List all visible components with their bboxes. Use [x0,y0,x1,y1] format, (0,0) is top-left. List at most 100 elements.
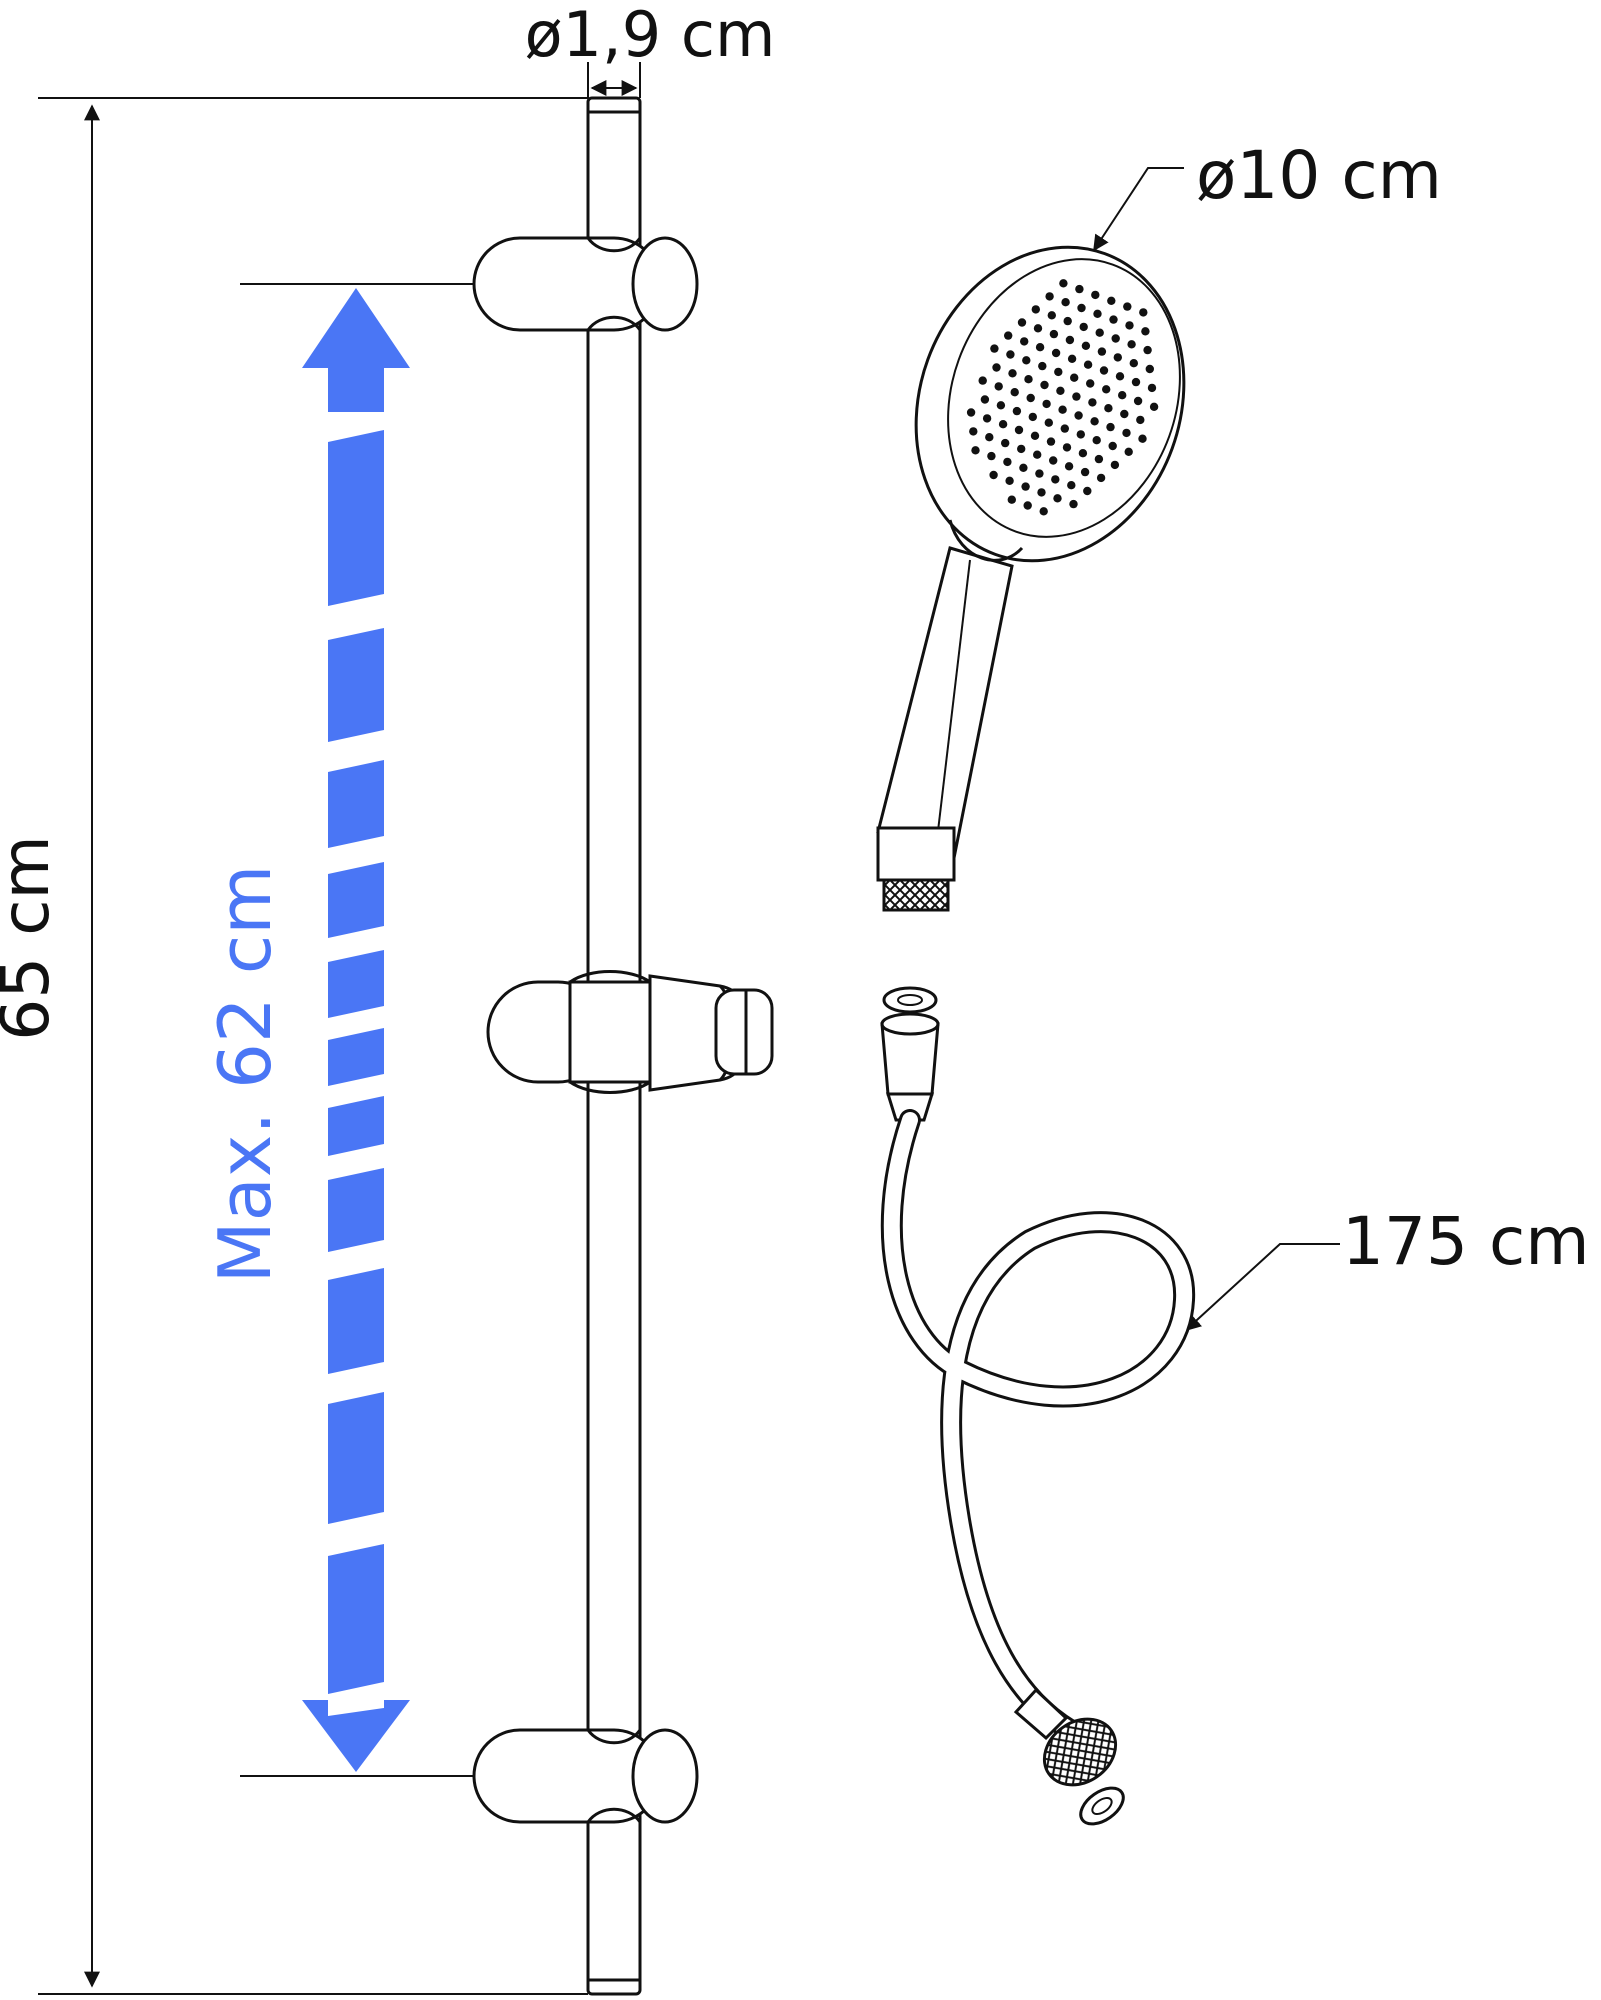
nozzle [1102,385,1111,394]
nozzle [1019,463,1028,472]
nozzle [1108,441,1117,451]
nozzle [1001,438,1010,448]
arrow-up-icon [302,288,410,412]
nozzle [1056,386,1065,395]
nozzle [1003,457,1012,467]
rail-diameter-label: ø1,9 cm [525,0,776,71]
nozzle [1017,318,1027,327]
nozzle [1075,284,1084,294]
hose-bottom-nut [1013,1687,1118,1787]
nozzle [1091,290,1100,300]
nozzle [1035,343,1045,352]
nozzle [1107,296,1116,305]
dimension-lines [38,62,1340,1995]
head-diameter-label: ø10 cm [1196,137,1442,214]
nozzle [1058,405,1067,414]
nozzle [1113,353,1123,362]
nozzle [1110,460,1120,470]
nozzle [1083,486,1092,496]
nozzle [1076,430,1086,439]
nozzle [1069,499,1078,509]
nozzle [985,433,994,442]
nozzle [1104,404,1113,413]
nozzle [994,382,1003,391]
hose-length-label: 175 cm [1342,1203,1590,1280]
nozzle [1111,334,1120,343]
nozzle [1049,329,1059,339]
nozzle [1125,321,1134,330]
nozzle [1064,462,1074,471]
nozzle [1033,324,1043,333]
nozzle [1035,469,1044,478]
nozzle [1094,454,1104,464]
nozzle [1138,434,1147,443]
nozzle [1062,443,1072,452]
nozzle [1004,331,1013,340]
nozzle [1028,412,1038,422]
nozzle [1124,447,1133,456]
nozzle [996,401,1006,410]
nozzle [1067,354,1077,363]
shower-hose [880,986,1196,1826]
nozzle [1093,309,1102,318]
nozzle [998,420,1008,429]
nozzle [1019,337,1029,346]
nozzle [1097,347,1107,356]
max-adjustment-arrow [302,288,410,1772]
nozzle [1099,366,1109,375]
nozzle [1115,372,1125,381]
nozzle [1007,495,1016,504]
nozzle [1090,417,1099,426]
nozzle [1136,415,1145,425]
nozzle [1060,424,1070,433]
nozzle [1106,422,1115,432]
nozzle [1133,396,1143,406]
nozzle [1012,406,1022,416]
bottom-wall-bracket [472,1728,699,1824]
nozzle [1045,292,1054,301]
nozzle [1022,356,1031,365]
top-wall-bracket [472,236,699,332]
nozzle [1096,473,1106,483]
nozzle [1149,402,1159,411]
nozzle [1008,369,1017,378]
nozzle [1065,335,1075,345]
nozzle [1021,482,1030,491]
nozzle [987,451,996,461]
nozzle [1053,494,1062,503]
sliding-holder [486,970,774,1094]
shower-head [914,245,1186,563]
nozzle [971,446,980,455]
nozzle [982,414,992,423]
nozzle [1005,476,1014,485]
nozzle [1047,311,1057,320]
nozzle [1127,340,1136,349]
hand-shower-connector [876,826,956,882]
nozzle [1092,436,1101,445]
nozzle [1147,383,1157,393]
nozzle [1129,359,1139,368]
hand-shower [876,245,1186,912]
nozzle [1077,303,1086,313]
nozzle [1054,367,1063,377]
nozzle [1046,437,1056,446]
hose-washer-bottom [1079,1786,1125,1826]
nozzle [1078,449,1088,458]
nozzle [990,344,999,353]
nozzle [1122,428,1131,438]
nozzle [1118,391,1127,400]
arrow-down-icon [302,1700,410,1772]
nozzle [1063,316,1072,326]
nozzle [1072,392,1081,401]
nozzle [1044,418,1054,427]
max-adjustment-label: Max. 62 cm [203,865,287,1284]
nozzle [1080,467,1090,477]
nozzle [1014,425,1024,435]
nozzle [1051,475,1060,484]
nozzle [1010,388,1019,397]
nozzle [1024,375,1033,384]
nozzle [1143,345,1152,355]
hose-length-leader [1184,1243,1340,1332]
nozzle [1006,350,1015,359]
